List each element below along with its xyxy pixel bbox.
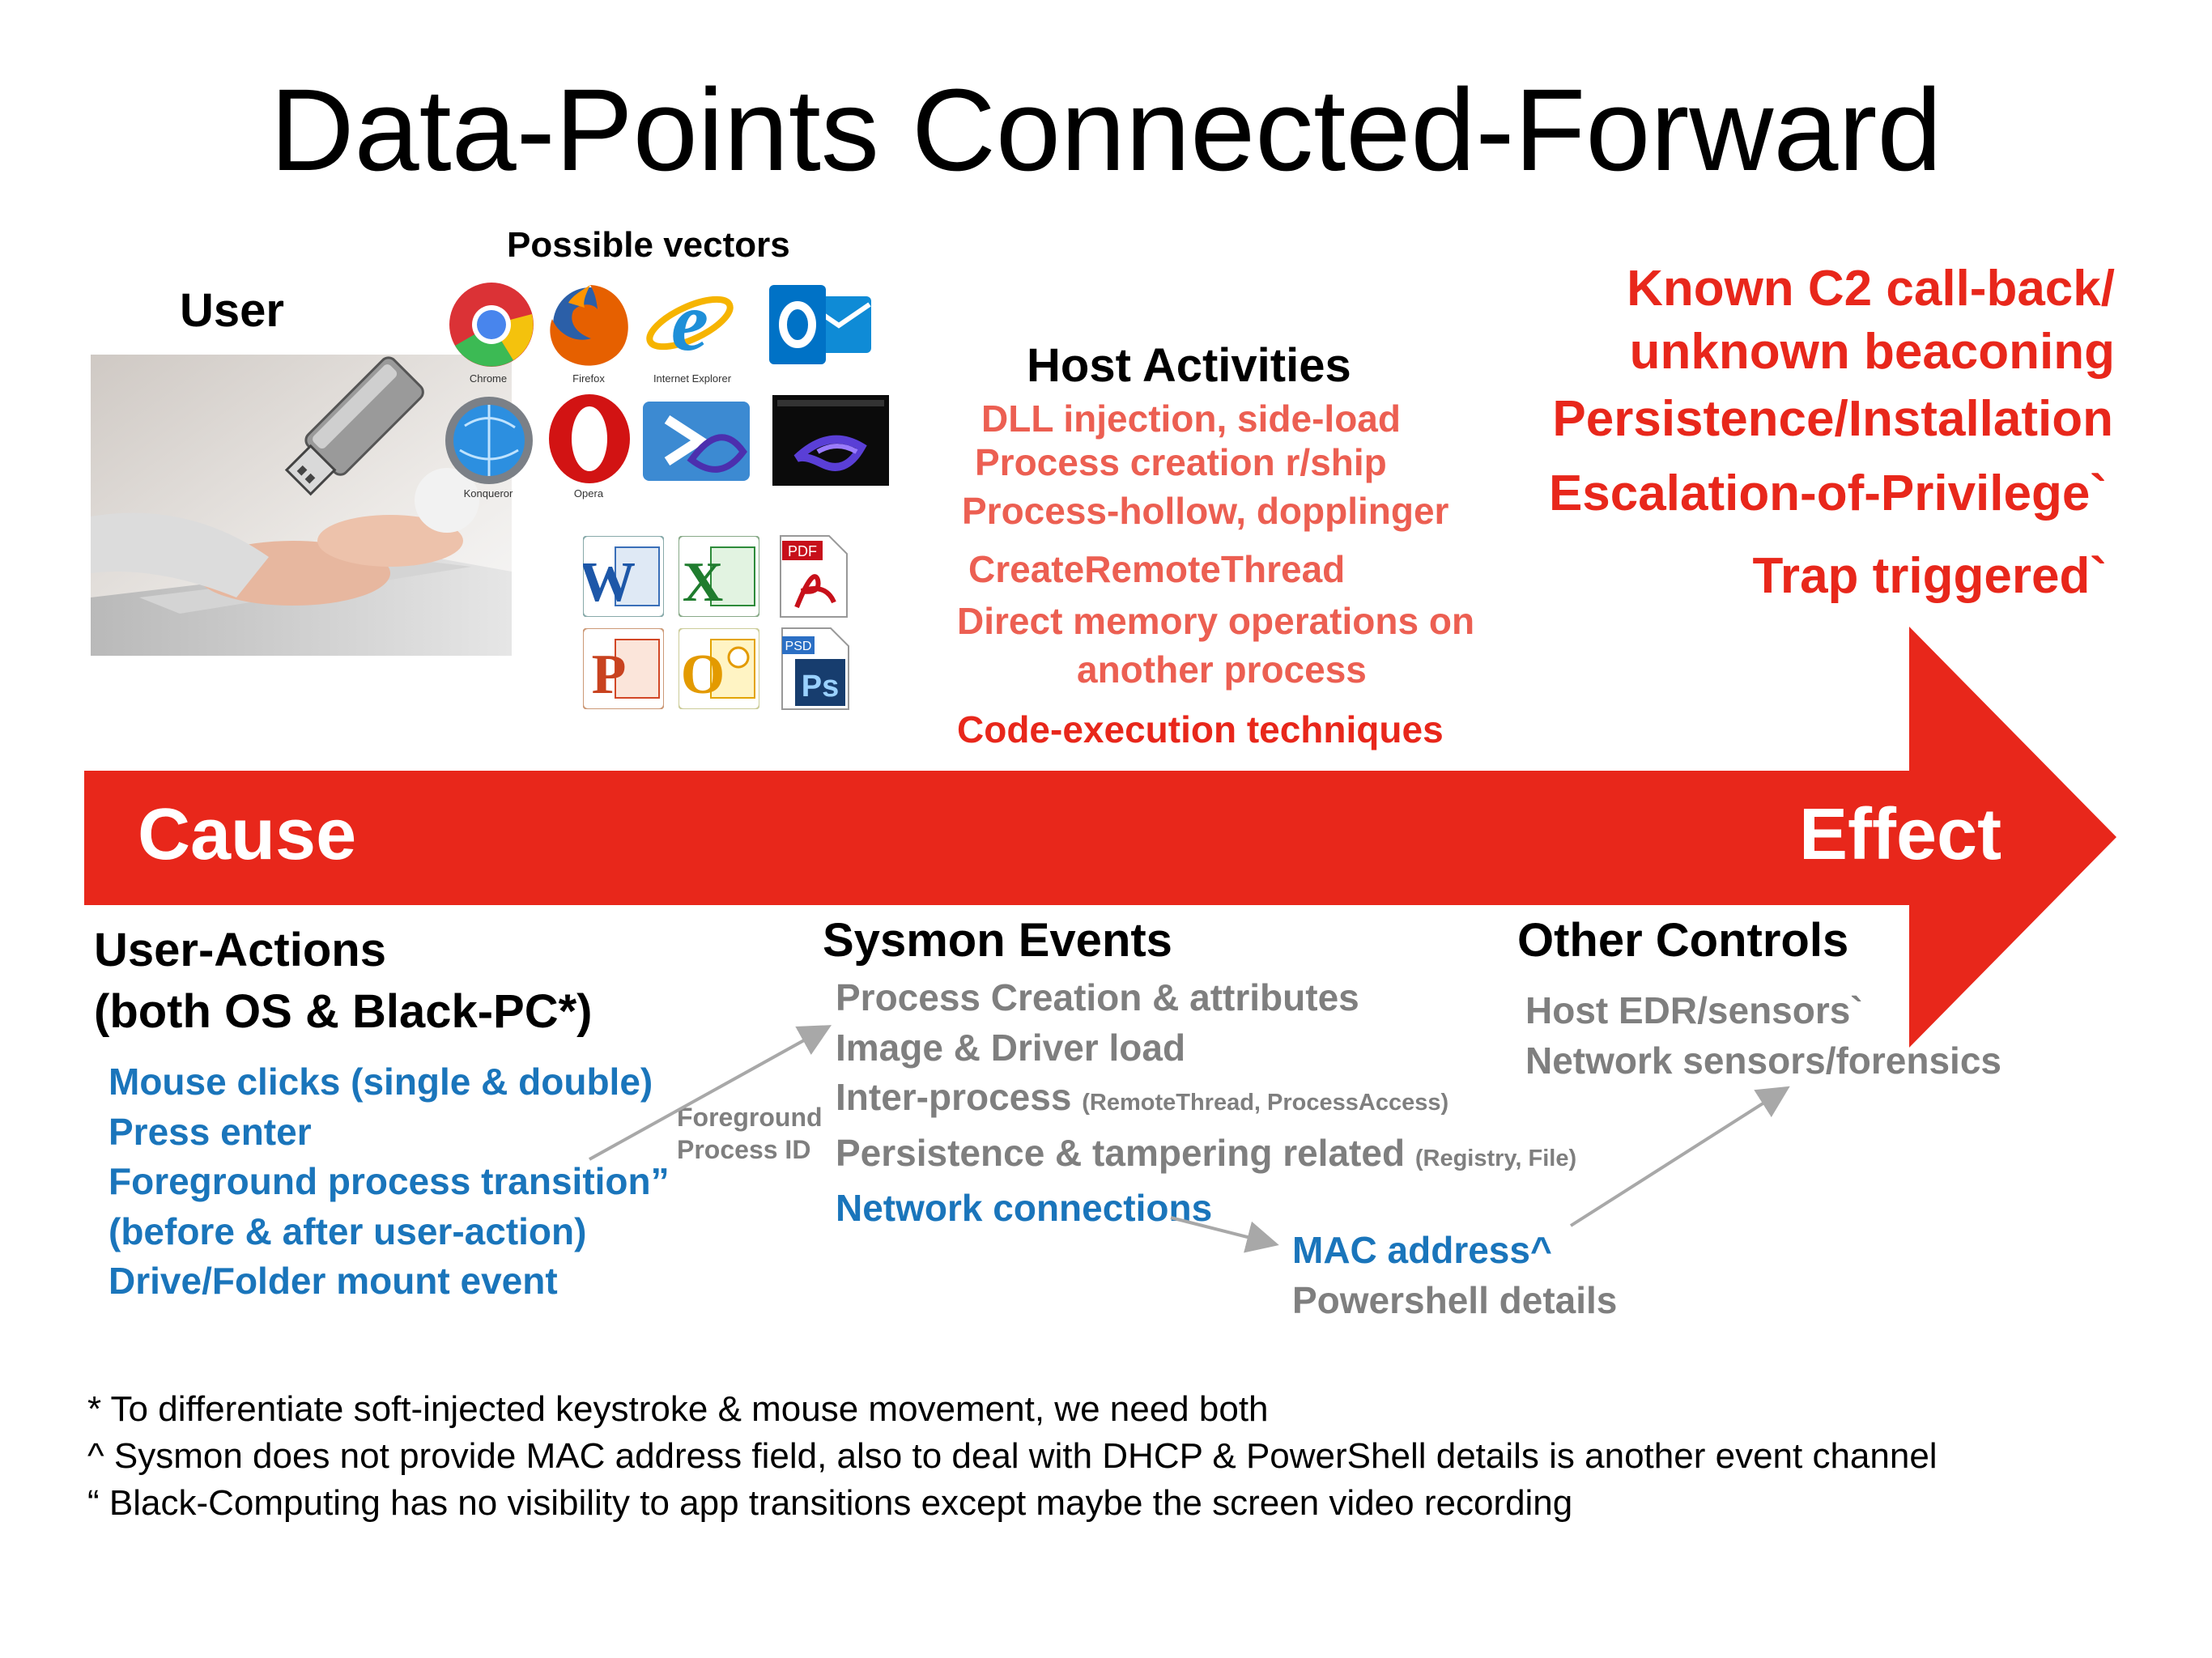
user-actions-list: Mouse clicks (single & double) Press ent… [108,1057,670,1307]
possible-vectors-label: Possible vectors [507,225,790,265]
pdf-icon: PDF [780,535,848,618]
word-icon: W [583,536,664,617]
effect-label: Effect [1799,794,2002,875]
network-connections-item: Network connections [836,1187,1213,1229]
powershell-icon [643,402,750,481]
user-action-item: (before & after user-action) [108,1209,587,1252]
mac-address-item: MAC address^ [1292,1229,1552,1271]
outlook-icon [769,285,871,364]
svg-text:X: X [683,551,724,614]
sysmon-item: Image & Driver load [836,1026,1186,1069]
host-item: Process-hollow, dopplinger [962,490,1449,532]
effect-item: Known C2 call-back/ [1627,261,2115,317]
photoshop-icon: PSD Ps [781,627,849,710]
sysmon-events-heading: Sysmon Events [823,914,1172,967]
host-item: Direct memory operations on [957,600,1475,642]
code-execution-label: Code-execution techniques [957,708,1444,750]
host-item: Process creation r/ship [975,441,1387,483]
outlook-office-icon: O [678,628,759,709]
host-item: CreateRemoteThread [968,548,1346,590]
user-action-item: Mouse clicks (single & double) [108,1061,653,1103]
svg-text:O: O [681,644,725,706]
host-item: DLL injection, side-load [981,397,1401,440]
effect-item: Persistence/Installation [1552,391,2113,447]
sysmon-events-list: Process Creation & attributes Image & Dr… [836,973,1576,1234]
app-label-internet-explorer: Internet Explorer [653,372,732,385]
network-to-mac-arrow [1170,1216,1279,1253]
other-control-item: Network sensors/forensics [1525,1039,2002,1082]
mac-to-other-controls-arrow [1569,1086,1790,1227]
svg-text:W: W [583,551,636,614]
internet-explorer-icon: e [646,278,734,368]
user-action-item: Press enter [108,1110,312,1153]
visual-studio-terminal-icon [772,395,889,486]
pdf-text: PDF [788,543,817,559]
effects-list: Known C2 call-back/ unknown beaconing [1627,257,2115,384]
host-activities-heading: Host Activities [1027,339,1351,392]
host-item: another process [1077,648,1367,691]
foreground-to-sysmon-arrow [589,1025,832,1161]
chrome-icon [449,283,534,367]
powershell-details-item: Powershell details [1292,1278,1618,1321]
page-title: Data-Points Connected-Forward [270,65,1942,195]
sysmon-item: Inter-process (RemoteThread, ProcessAcce… [836,1076,1449,1118]
other-control-item: Host EDR/sensors` [1525,989,1863,1031]
powerpoint-icon: P [583,628,664,709]
keyboard-hands-image [91,355,512,656]
opera-icon [549,394,630,483]
footnote: “ Black-Computing has no visibility to a… [87,1483,1573,1523]
user-label: User [180,284,284,337]
app-label-firefox: Firefox [572,372,605,385]
effect-item: Trap triggered` [1752,548,2107,604]
excel-icon: X [678,536,759,617]
user-actions-heading: User-Actions (both OS & Black-PC*) [94,924,593,1038]
mac-powershell-block: MAC address^ Powershell details [1292,1226,1617,1325]
sysmon-item: Process Creation & attributes [836,976,1359,1018]
other-controls-list: Host EDR/sensors` Network sensors/forens… [1525,986,2001,1086]
footnotes: * To differentiate soft-injected keystro… [87,1386,1938,1527]
app-label-chrome: Chrome [469,372,508,385]
footnote: * To differentiate soft-injected keystro… [87,1389,1269,1429]
sysmon-item: Persistence & tampering related (Registr… [836,1131,1577,1174]
cause-label: Cause [138,794,357,875]
foreground-process-id-label: Foreground Process ID [677,1103,823,1164]
user-action-item: Foreground process transition” [108,1160,670,1202]
app-label-opera: Opera [573,487,604,500]
svg-text:e: e [671,278,708,368]
effect-item: unknown beaconing [1629,324,2115,380]
firefox-icon [550,285,628,366]
psd-text: PSD [785,640,812,653]
effect-item: Escalation-of-Privilege` [1548,466,2107,521]
footnote: ^ Sysmon does not provide MAC address fi… [87,1436,1938,1476]
app-label-konqueror: Konqueror [463,487,513,500]
svg-text:Ps: Ps [802,670,839,704]
svg-text:P: P [592,644,627,706]
konqueror-icon [445,397,533,484]
usb-drive-icon [284,356,424,496]
other-controls-heading: Other Controls [1517,914,1849,967]
user-action-item: Drive/Folder mount event [108,1260,558,1302]
